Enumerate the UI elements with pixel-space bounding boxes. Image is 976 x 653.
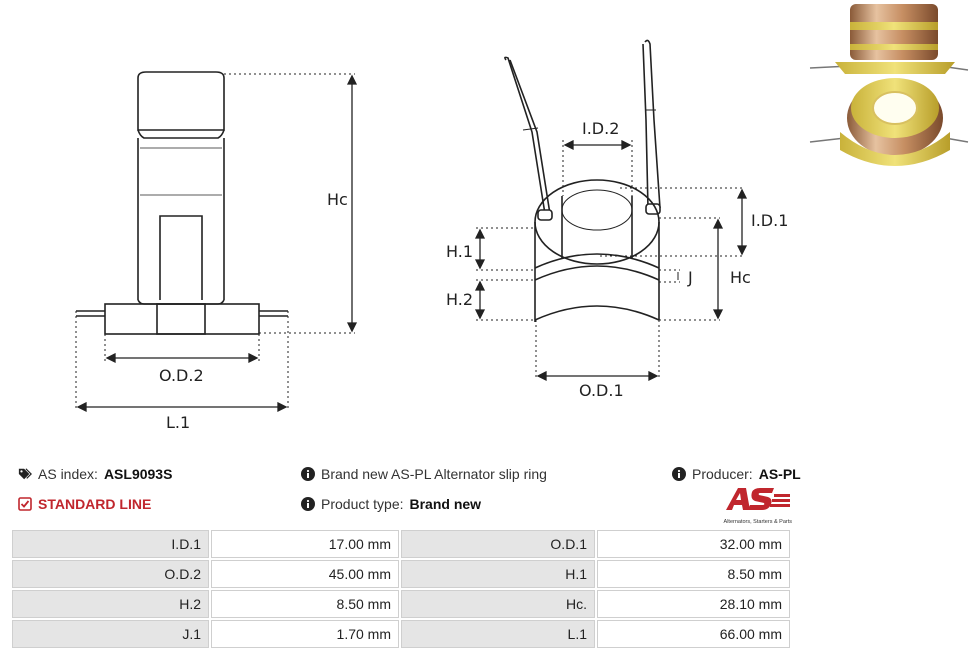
as-pl-logo-mark bbox=[726, 488, 790, 510]
label-od2: O.D.2 bbox=[159, 366, 204, 385]
label-l1: L.1 bbox=[166, 413, 191, 432]
spec-value: 1.70 mm bbox=[211, 620, 399, 648]
spec-value: 28.10 mm bbox=[597, 590, 790, 618]
spec-value: 8.50 mm bbox=[211, 590, 399, 618]
label-h2: H.2 bbox=[446, 290, 474, 309]
producer-value: AS-PL bbox=[758, 466, 801, 482]
side-view-drawing bbox=[75, 71, 358, 413]
label-hc-right: Hc bbox=[730, 268, 751, 287]
check-square-icon bbox=[18, 497, 32, 511]
standard-line-badge: STANDARD LINE bbox=[18, 496, 151, 512]
spec-value: 17.00 mm bbox=[211, 530, 399, 558]
spec-key: H.2 bbox=[12, 590, 209, 618]
spec-key: O.D.1 bbox=[401, 530, 595, 558]
table-row: J.1 1.70 mm L.1 66.00 mm bbox=[12, 620, 790, 648]
product-type-value: Brand new bbox=[409, 496, 482, 512]
label-j: J bbox=[688, 268, 693, 287]
product-type: Product type: Brand new bbox=[301, 496, 481, 512]
label-id1: I.D.1 bbox=[751, 211, 789, 230]
spec-key: H.1 bbox=[401, 560, 595, 588]
label-h1: H.1 bbox=[446, 242, 474, 261]
slip-ring-drawing bbox=[474, 39, 748, 382]
spec-value: 32.00 mm bbox=[597, 530, 790, 558]
spec-key: I.D.1 bbox=[12, 530, 209, 558]
description-text: Brand new AS-PL Alternator slip ring bbox=[321, 466, 547, 482]
logo-tagline: Alternators, Starters & Parts bbox=[723, 519, 792, 525]
producer: Producer: AS-PL bbox=[672, 466, 801, 482]
spec-key: Hc. bbox=[401, 590, 595, 618]
product-photo bbox=[809, 4, 969, 166]
spec-key: J.1 bbox=[12, 620, 209, 648]
spec-value: 66.00 mm bbox=[597, 620, 790, 648]
label-hc-left: Hc bbox=[327, 190, 348, 209]
specs-table: I.D.1 17.00 mm O.D.1 32.00 mm O.D.2 45.0… bbox=[10, 528, 792, 650]
product-type-label: Product type: bbox=[321, 496, 404, 512]
spec-key: L.1 bbox=[401, 620, 595, 648]
product-description: Brand new AS-PL Alternator slip ring bbox=[301, 466, 547, 482]
as-index-value: ASL9093S bbox=[103, 466, 173, 482]
spec-value: 8.50 mm bbox=[597, 560, 790, 588]
producer-label: Producer: bbox=[692, 466, 753, 482]
table-row: I.D.1 17.00 mm O.D.1 32.00 mm bbox=[12, 530, 790, 558]
label-od1: O.D.1 bbox=[579, 381, 624, 400]
table-row: O.D.2 45.00 mm H.1 8.50 mm bbox=[12, 560, 790, 588]
table-row: H.2 8.50 mm Hc. 28.10 mm bbox=[12, 590, 790, 618]
spec-value: 45.00 mm bbox=[211, 560, 399, 588]
info-icon bbox=[301, 467, 315, 481]
label-id2: I.D.2 bbox=[582, 119, 620, 138]
as-pl-logo: Alternators, Starters & Parts bbox=[716, 486, 792, 525]
tags-icon bbox=[18, 467, 32, 481]
standard-line-text: STANDARD LINE bbox=[38, 496, 152, 512]
info-icon bbox=[301, 497, 315, 511]
as-index-label: AS index: bbox=[38, 466, 98, 482]
spec-key: O.D.2 bbox=[12, 560, 209, 588]
as-index: AS index: ASL9093S bbox=[18, 466, 172, 482]
info-icon bbox=[672, 467, 686, 481]
